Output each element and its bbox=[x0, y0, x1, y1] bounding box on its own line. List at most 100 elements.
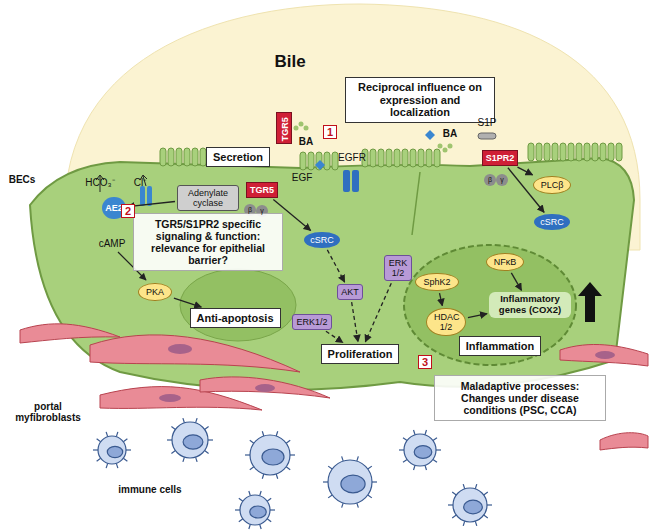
node-text: SphK2 bbox=[423, 277, 450, 287]
node-text: S1PR2 bbox=[486, 153, 515, 163]
node-text: Maladaptive processes: Changes under dis… bbox=[440, 380, 600, 416]
nucleus-right bbox=[404, 245, 576, 365]
messenger-label: cAMP bbox=[99, 238, 126, 250]
kinase-oval: cSRC bbox=[304, 232, 340, 248]
microvillus bbox=[300, 152, 306, 170]
node-text: TGR5 bbox=[280, 117, 290, 141]
node-text: TGR5/S1PR2 specific signaling & function… bbox=[139, 218, 277, 266]
ion-label: Cl⁻ bbox=[134, 177, 146, 189]
egf-ligand bbox=[315, 160, 325, 170]
receptor: TGR5 bbox=[276, 112, 292, 144]
cell-label: BECs bbox=[9, 174, 36, 186]
enzyme-oval: HDAC 1/2 bbox=[426, 308, 466, 337]
ligand-label: EGF bbox=[292, 172, 313, 184]
signal-arrow bbox=[511, 273, 521, 290]
node-text: Inflammation bbox=[466, 340, 534, 353]
cell-label: immune cells bbox=[118, 484, 181, 496]
microvillus bbox=[324, 152, 330, 170]
microvillus bbox=[418, 149, 424, 167]
cell-label: portal myfibroblasts bbox=[8, 401, 88, 424]
signal-arrow bbox=[174, 298, 201, 307]
node-text: Proliferation bbox=[328, 348, 393, 361]
node-text: Anti-apoptosis bbox=[197, 312, 274, 325]
signal-arrow bbox=[440, 293, 443, 306]
cell-border bbox=[412, 172, 420, 235]
subunit-label: γ bbox=[500, 176, 504, 184]
signal-arrow bbox=[468, 314, 487, 318]
microvillus bbox=[584, 143, 590, 161]
process-box: Anti-apoptosis bbox=[190, 308, 281, 329]
callout-number: 2 bbox=[121, 204, 135, 219]
note-box: Maladaptive processes: Changes under dis… bbox=[434, 375, 606, 421]
node-text: PKA bbox=[146, 287, 164, 297]
node-text: cSRC bbox=[540, 217, 564, 227]
signal-arrow bbox=[326, 331, 343, 342]
process-box: Proliferation bbox=[321, 344, 400, 365]
g-protein bbox=[484, 174, 496, 186]
microvillus bbox=[160, 148, 166, 166]
microvillus bbox=[552, 143, 558, 161]
signal-arrow bbox=[365, 283, 391, 342]
node-text: Reciprocal influence on expression and l… bbox=[352, 81, 488, 119]
node-text: Adenylate cyclase bbox=[181, 188, 235, 209]
increase-arrow bbox=[578, 282, 602, 322]
note-box: Reciprocal influence on expression and l… bbox=[345, 77, 495, 123]
kinase-box: AKT bbox=[337, 284, 363, 300]
egfr-receptor bbox=[343, 170, 350, 192]
microvillus bbox=[378, 149, 384, 167]
node-text: PLCβ bbox=[541, 180, 564, 190]
callout-number: 1 bbox=[323, 125, 337, 140]
node-text: HDAC 1/2 bbox=[434, 312, 458, 333]
receptor: S1PR2 bbox=[482, 150, 519, 166]
microvillus bbox=[616, 143, 622, 161]
process-box: Inflammation bbox=[459, 336, 541, 357]
subunit-label: β bbox=[248, 206, 252, 214]
biliary-epithelial-cells bbox=[30, 158, 634, 390]
node-text: TGR5 bbox=[250, 185, 274, 195]
microvillus bbox=[386, 149, 392, 167]
region-label: Bile bbox=[274, 52, 305, 72]
callout-number: 3 bbox=[418, 355, 432, 370]
egfr-receptor bbox=[352, 170, 359, 192]
node-text: AKT bbox=[341, 287, 359, 297]
microvillus bbox=[600, 143, 606, 161]
signal-arrow bbox=[518, 167, 533, 175]
receptor: TGR5 bbox=[246, 182, 278, 198]
microvillus bbox=[192, 148, 198, 166]
process-box: Secretion bbox=[206, 147, 270, 168]
kinase-oval: SphK2 bbox=[415, 273, 458, 291]
immune-cells bbox=[93, 418, 492, 529]
g-protein bbox=[496, 174, 508, 186]
microvillus bbox=[402, 149, 408, 167]
microvillus bbox=[608, 143, 614, 161]
microvillus bbox=[394, 149, 400, 167]
gene-box: Inflammatory genes (COX2) bbox=[489, 292, 571, 318]
microvillus bbox=[568, 143, 574, 161]
enzyme-box: Adenylate cyclase bbox=[177, 185, 239, 212]
microvillus bbox=[592, 143, 598, 161]
kinase-box: ERK1/2 bbox=[292, 314, 331, 330]
microvillus bbox=[576, 143, 582, 161]
microvillus bbox=[434, 149, 440, 167]
subunit-label: β bbox=[488, 176, 492, 184]
node-text: cSRC bbox=[310, 235, 334, 245]
microvillus bbox=[184, 148, 190, 166]
microvillus bbox=[370, 149, 376, 167]
signal-arrow bbox=[352, 302, 358, 342]
microvillus bbox=[536, 143, 542, 161]
kinase-box: ERK 1/2 bbox=[384, 255, 412, 282]
microvillus bbox=[560, 143, 566, 161]
kinase-oval: cSRC bbox=[534, 214, 570, 230]
portal-myofibroblasts bbox=[20, 324, 648, 450]
ligand-label: S1P bbox=[478, 117, 497, 129]
microvillus bbox=[426, 149, 432, 167]
microvillus bbox=[332, 152, 338, 170]
ligand-label: BA bbox=[299, 136, 313, 148]
bile-acids bbox=[294, 122, 453, 153]
s1p-molecule bbox=[478, 133, 496, 139]
signal-arrow bbox=[327, 250, 344, 282]
subunit-label: γ bbox=[260, 207, 264, 215]
chloride-channel bbox=[147, 186, 152, 206]
